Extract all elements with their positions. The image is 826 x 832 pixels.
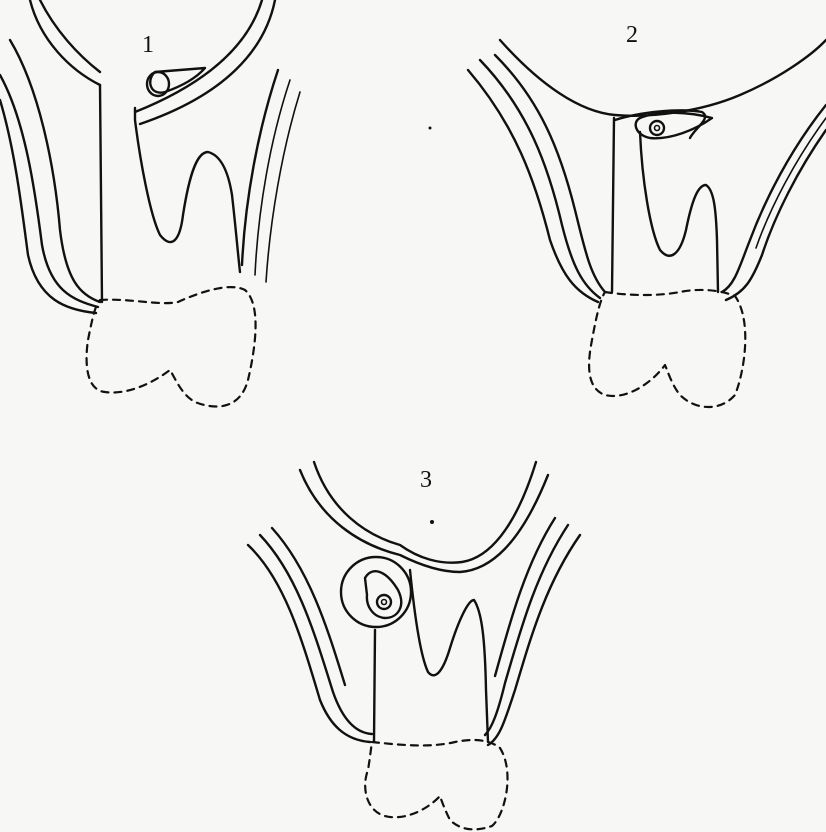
- panel-3-tooth-crown: [365, 740, 507, 829]
- panel-2-gum-line-right-2: [726, 130, 826, 300]
- panel-1-gum-line-right-3: [266, 92, 300, 282]
- panel-1-label: 1: [142, 32, 154, 58]
- panel-2-label: 2: [626, 22, 638, 48]
- panel-1-sinus-floor-outer: [30, 0, 100, 85]
- panel-2-tooth-crown: [589, 290, 745, 407]
- panel-1-gum-line-left-2: [0, 100, 96, 313]
- panel-2: 2: [429, 22, 826, 407]
- panel-2-gum-line-right-3: [756, 118, 826, 248]
- panel-1-gum-line-right-1: [242, 70, 278, 265]
- panel-3: 3: [248, 462, 580, 829]
- panel-2-gum-line-left-1: [495, 55, 605, 292]
- panel-3-speck: [430, 520, 434, 524]
- panel-1-tooth-crown: [87, 287, 256, 406]
- panel-3-foreign-body: [341, 557, 411, 627]
- panel-1: 1: [0, 0, 300, 407]
- panel-3-gum-line-left-1: [248, 545, 370, 742]
- panel-2-sinus-floor-outer: [500, 40, 826, 116]
- panel-3-label: 3: [420, 467, 432, 493]
- panel-2-tooth-root: [612, 118, 718, 292]
- panel-2-gum-line-right-1: [722, 105, 826, 292]
- panel-1-sinus-floor-inner: [40, 0, 100, 72]
- panel-1-tooth-root: [100, 85, 240, 302]
- panel-1-bone-outline-left: [10, 40, 100, 302]
- panel-3-gum-line-right-1: [488, 535, 580, 745]
- panel-1-gum-line-left-1: [0, 75, 98, 307]
- panel-2-speck: [429, 127, 432, 130]
- panel-1-gum-line-right-2: [255, 80, 290, 275]
- panel-2-gum-line-left-2: [480, 60, 600, 298]
- panel-2-foreign-body: [636, 113, 712, 139]
- panel-3-tooth-root: [374, 570, 488, 742]
